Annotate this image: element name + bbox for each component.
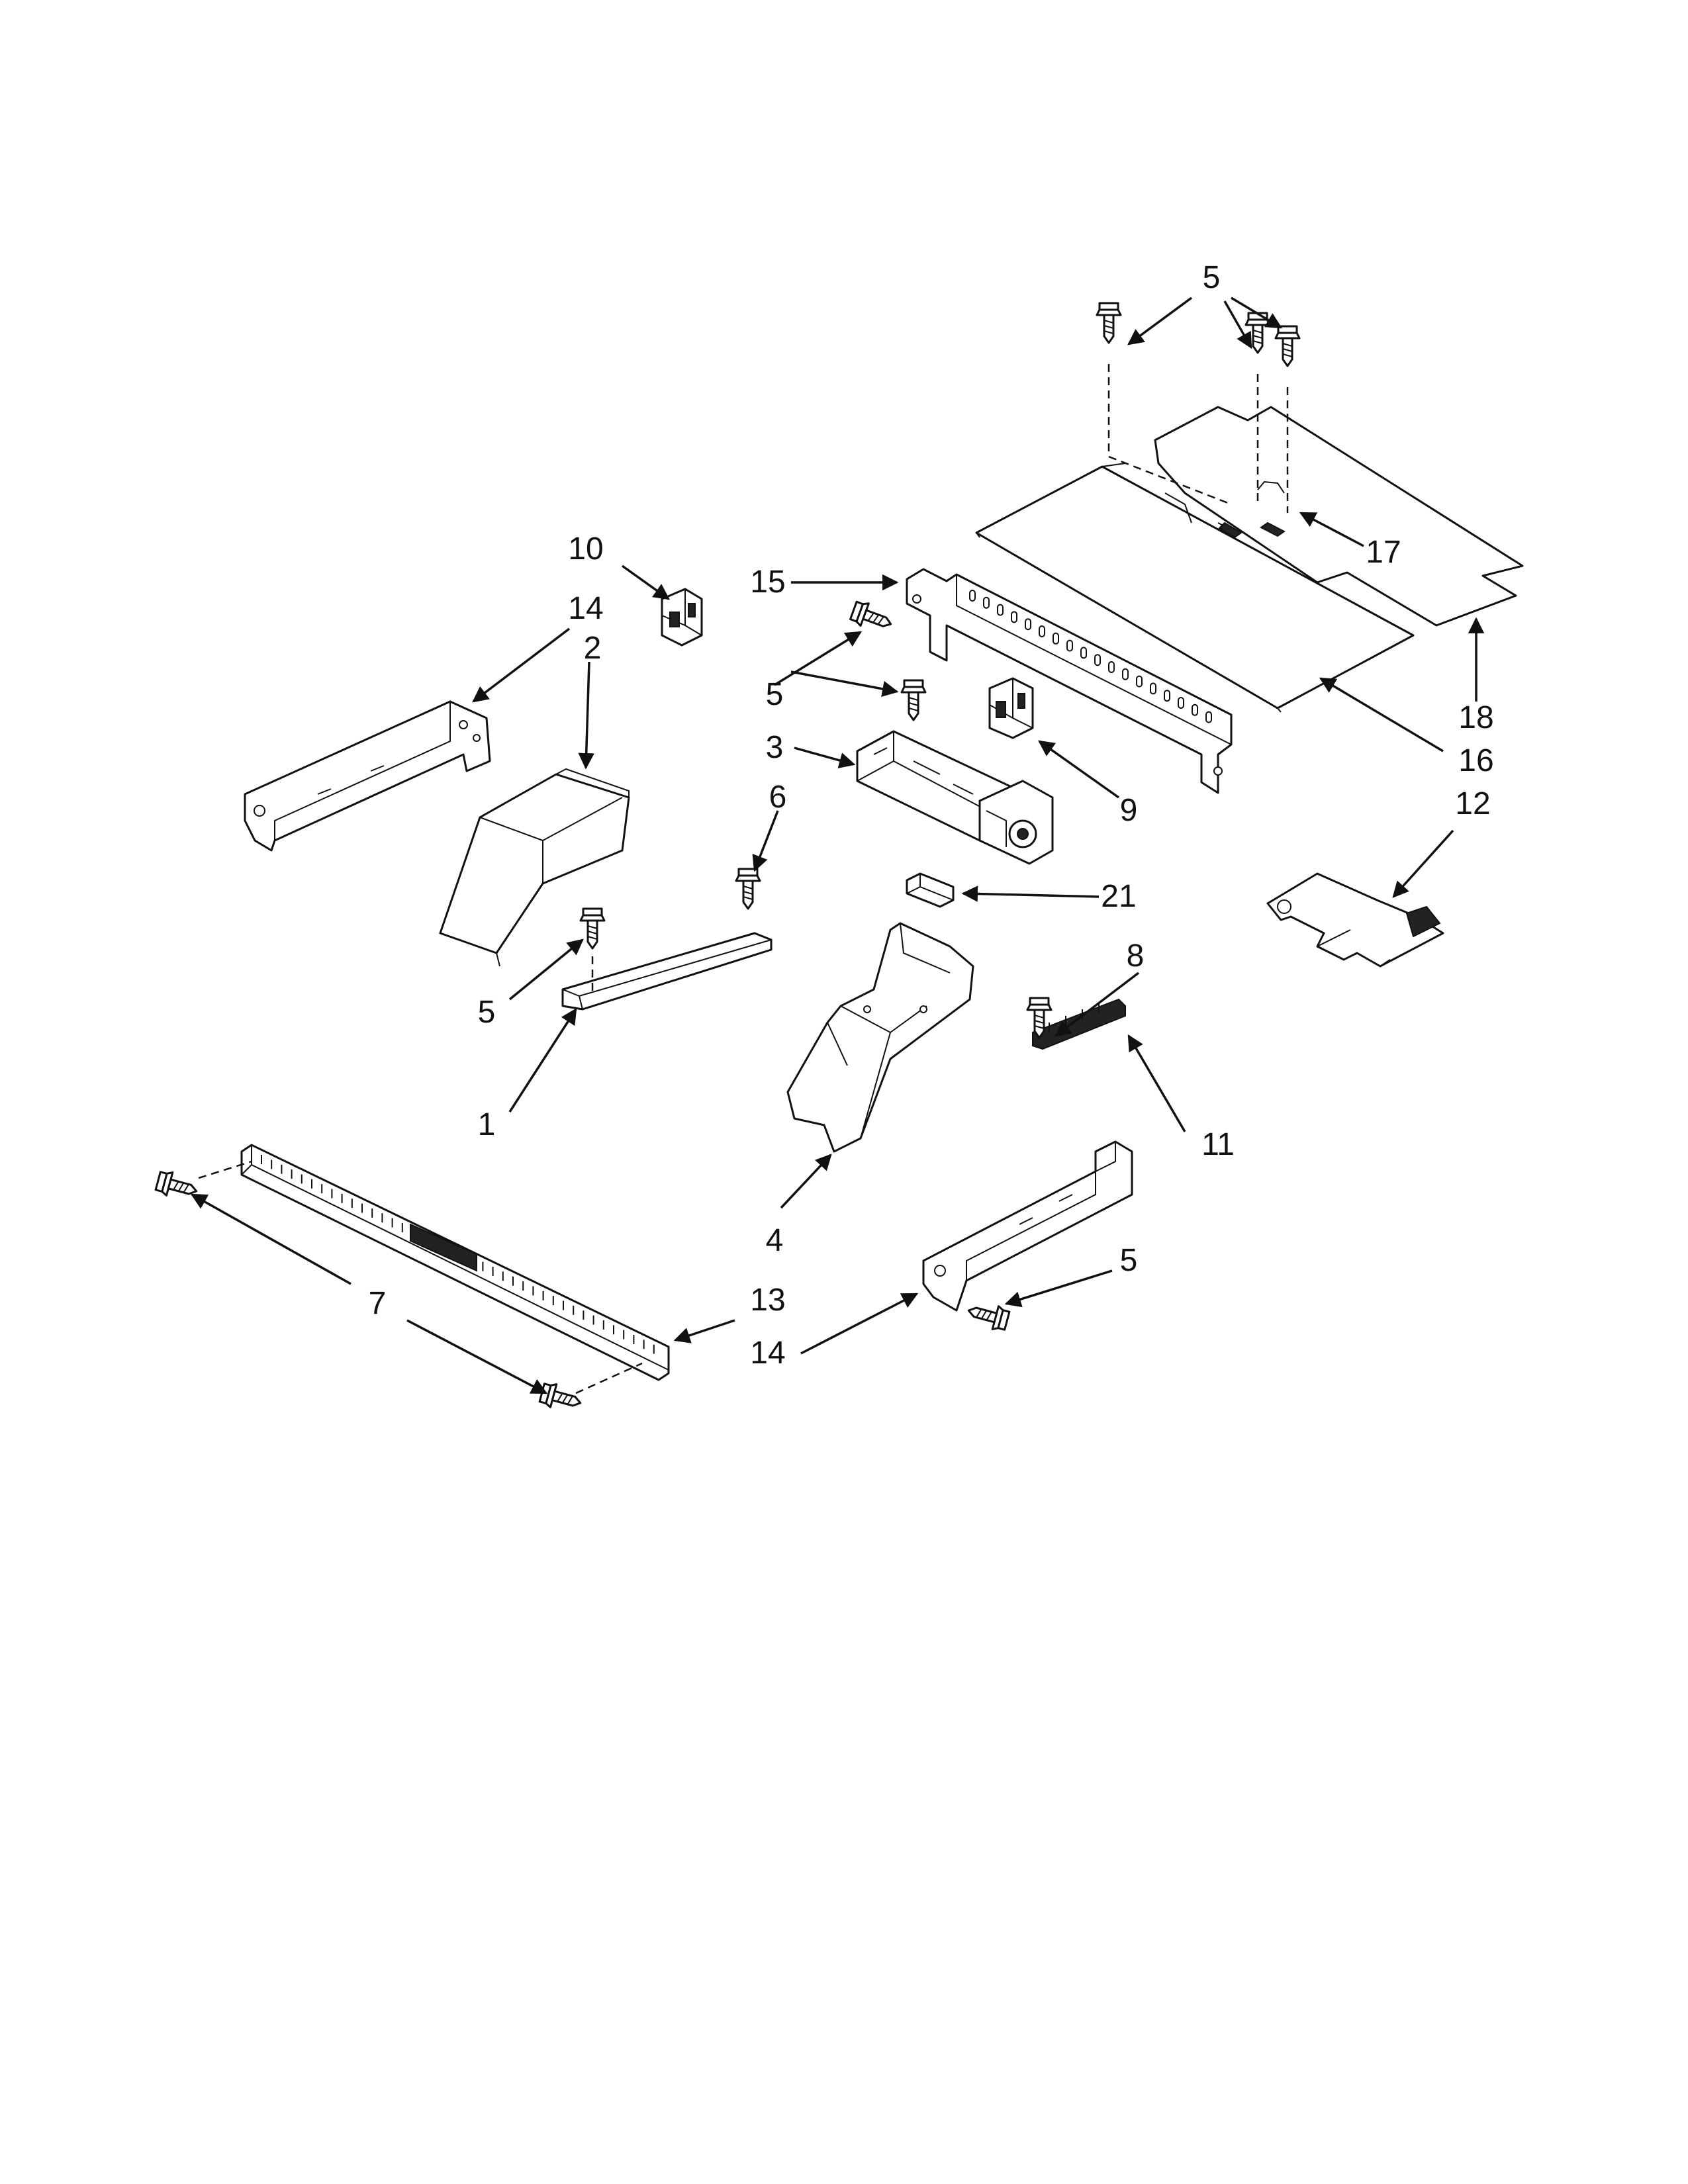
callout-7: 7: [369, 1286, 387, 1321]
callout-5: 5: [766, 677, 784, 712]
part-18-cover-plate: [1154, 406, 1524, 627]
part-16-top-shield: [975, 463, 1415, 713]
callout-5: 5: [478, 995, 496, 1030]
screw-6: [735, 868, 761, 910]
perforation-slot: [1150, 682, 1156, 695]
part-12-mounting-bracket: [1266, 872, 1444, 968]
perforation-slot: [1164, 690, 1170, 702]
screw-5-angled: [848, 598, 896, 637]
part-15-perforated-bracket: [906, 568, 1233, 794]
perforation-slot: [1192, 704, 1198, 716]
callout-5: 5: [1203, 260, 1221, 295]
callout-14: 14: [750, 1336, 785, 1371]
perforation-slot: [1011, 611, 1017, 623]
callout-21: 21: [1101, 879, 1136, 914]
perforation-slot: [1122, 668, 1129, 680]
perforation-slot: [1108, 661, 1115, 673]
leader-lines: [190, 296, 1485, 1394]
perforation-slot: [983, 596, 990, 609]
callout-15: 15: [750, 565, 785, 600]
alignment-line: [1107, 364, 1229, 504]
part-9-switch: [988, 677, 1034, 739]
alignment-line: [575, 1362, 643, 1394]
screw-5-right: [964, 1298, 1011, 1334]
callout-10: 10: [568, 531, 603, 567]
callout-18: 18: [1458, 700, 1493, 735]
part-13-rail: [240, 1144, 670, 1381]
screw-5-top-left: [1096, 302, 1122, 344]
alignment-line: [198, 1160, 252, 1179]
callout-1: 1: [478, 1107, 496, 1142]
part-21-block: [906, 872, 955, 908]
callout-11: 11: [1201, 1127, 1235, 1162]
perforation-slot: [1080, 647, 1087, 659]
perforation-slot: [1039, 625, 1045, 637]
screw-5-left: [579, 907, 606, 950]
perforation-slot: [969, 590, 976, 602]
part-2-duct-cover: [439, 768, 630, 967]
perforation-slot: [1136, 675, 1143, 688]
perforation-slot: [1178, 697, 1184, 709]
part-14-right-bracket: [922, 1140, 1133, 1312]
perforation-slot: [1066, 639, 1073, 652]
callout-12: 12: [1455, 786, 1490, 821]
callout-3: 3: [766, 730, 784, 765]
part-1-channel: [561, 932, 773, 1011]
callout-16: 16: [1458, 743, 1493, 778]
perforation-slot: [1053, 632, 1059, 645]
part-4-air-guide: [786, 922, 974, 1153]
callout-14: 14: [568, 591, 603, 626]
callout-17: 17: [1366, 535, 1401, 570]
callout-4: 4: [766, 1223, 784, 1258]
callout-2: 2: [584, 631, 602, 666]
screw-7-right: [538, 1380, 585, 1416]
screw-5-top-right: [1274, 325, 1301, 367]
callout-8: 8: [1127, 938, 1145, 974]
callout-6: 6: [769, 780, 787, 815]
part-3-motor-assembly: [856, 730, 1054, 865]
part-14-left-bracket: [244, 700, 491, 852]
screw-5-mid: [900, 679, 927, 721]
part-10-switch: [661, 588, 703, 647]
callout-5: 5: [1120, 1243, 1138, 1278]
screw-7-left: [154, 1168, 201, 1204]
callout-9: 9: [1120, 793, 1138, 828]
perforation-slot: [997, 604, 1004, 616]
perforation-slot: [1205, 711, 1212, 723]
callout-13: 13: [750, 1283, 785, 1318]
perforation-slot: [1094, 654, 1101, 666]
perforation-slot: [1025, 618, 1031, 631]
